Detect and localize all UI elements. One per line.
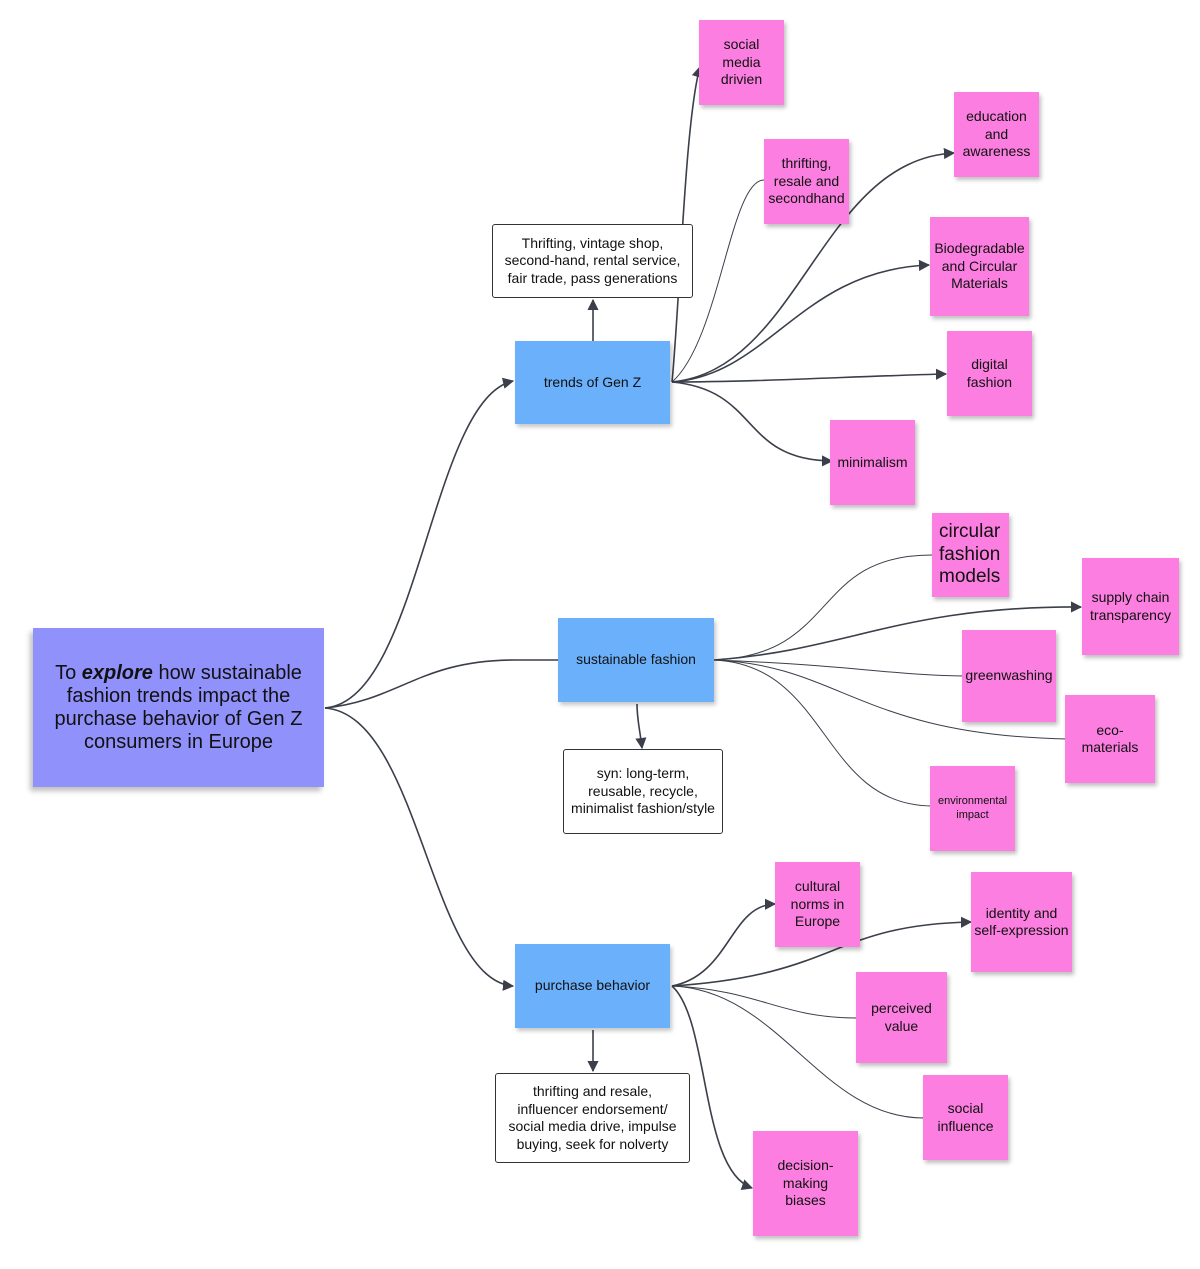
sticky-education-awareness[interactable]: education and awareness [954, 92, 1039, 177]
sticky-social-influence[interactable]: social influence [923, 1075, 1008, 1160]
note-sustainable[interactable]: syn: long-term, reusable, recycle, minim… [563, 749, 723, 834]
link-trends-minimalism [671, 381, 834, 467]
link-sustainable-circular [713, 554, 933, 661]
note-purchase[interactable]: thrifting and resale, influencer endorse… [495, 1073, 690, 1163]
sticky-social-media-drivien[interactable]: social media drivien [699, 20, 784, 105]
link-trends-digital [671, 368, 948, 383]
link-purchase-decision [671, 985, 754, 1190]
link-sustainable-supply [713, 601, 1083, 661]
link-sustainable-greenwashing [713, 659, 965, 677]
link-trends-education [671, 147, 956, 383]
link-sustainable-note [635, 703, 647, 750]
sticky-cultural-norms[interactable]: cultural norms in Europe [775, 862, 860, 947]
link-root-sustainable [324, 659, 558, 709]
sticky-identity-self-expression[interactable]: identity and self-expression [971, 872, 1072, 972]
sticky-digital-fashion[interactable]: digital fashion [947, 331, 1032, 416]
root-goal-text: To explore how sustainable fashion trend… [54, 661, 303, 753]
sticky-greenwashing[interactable]: greenwashing [962, 630, 1056, 722]
sticky-decision-making-biases[interactable]: decision-making biases [753, 1131, 858, 1236]
link-trends-thrifting [671, 179, 765, 383]
branch-purchase-behavior[interactable]: purchase behavior [515, 944, 670, 1028]
sticky-perceived-value[interactable]: perceived value [856, 972, 947, 1063]
link-trends-biodegradable [671, 259, 931, 383]
link-purchase-cultural [671, 898, 777, 987]
link-root-trends [324, 377, 515, 709]
link-purchase-social [671, 985, 925, 1119]
link-sustainable-environmental [713, 659, 933, 807]
sticky-supply-chain-transparency[interactable]: supply chain transparency [1082, 558, 1179, 655]
sticky-circular-fashion-models[interactable]: circular fashion models [932, 513, 1009, 597]
sticky-eco-materials[interactable]: eco-materials [1065, 695, 1155, 783]
sticky-minimalism[interactable]: minimalism [830, 420, 915, 505]
sticky-thrifting-resale[interactable]: thrifting, resale and secondhand [764, 139, 849, 224]
link-root-purchase [324, 707, 515, 991]
sticky-biodegradable-materials[interactable]: Biodegradable and Circular Materials [930, 217, 1029, 316]
link-purchase-perceived [671, 985, 858, 1019]
branch-sustainable-fashion[interactable]: sustainable fashion [558, 618, 714, 702]
link-trends-social-media [671, 65, 703, 383]
link-purchase-identity [671, 916, 973, 987]
sticky-environmental-impact[interactable]: environmental impact [930, 766, 1015, 851]
branch-trends-of-gen-z[interactable]: trends of Gen Z [515, 341, 670, 424]
root-goal-node[interactable]: To explore how sustainable fashion trend… [33, 628, 324, 787]
note-trends[interactable]: Thrifting, vintage shop, second-hand, re… [492, 224, 693, 298]
link-sustainable-eco [713, 659, 1068, 740]
